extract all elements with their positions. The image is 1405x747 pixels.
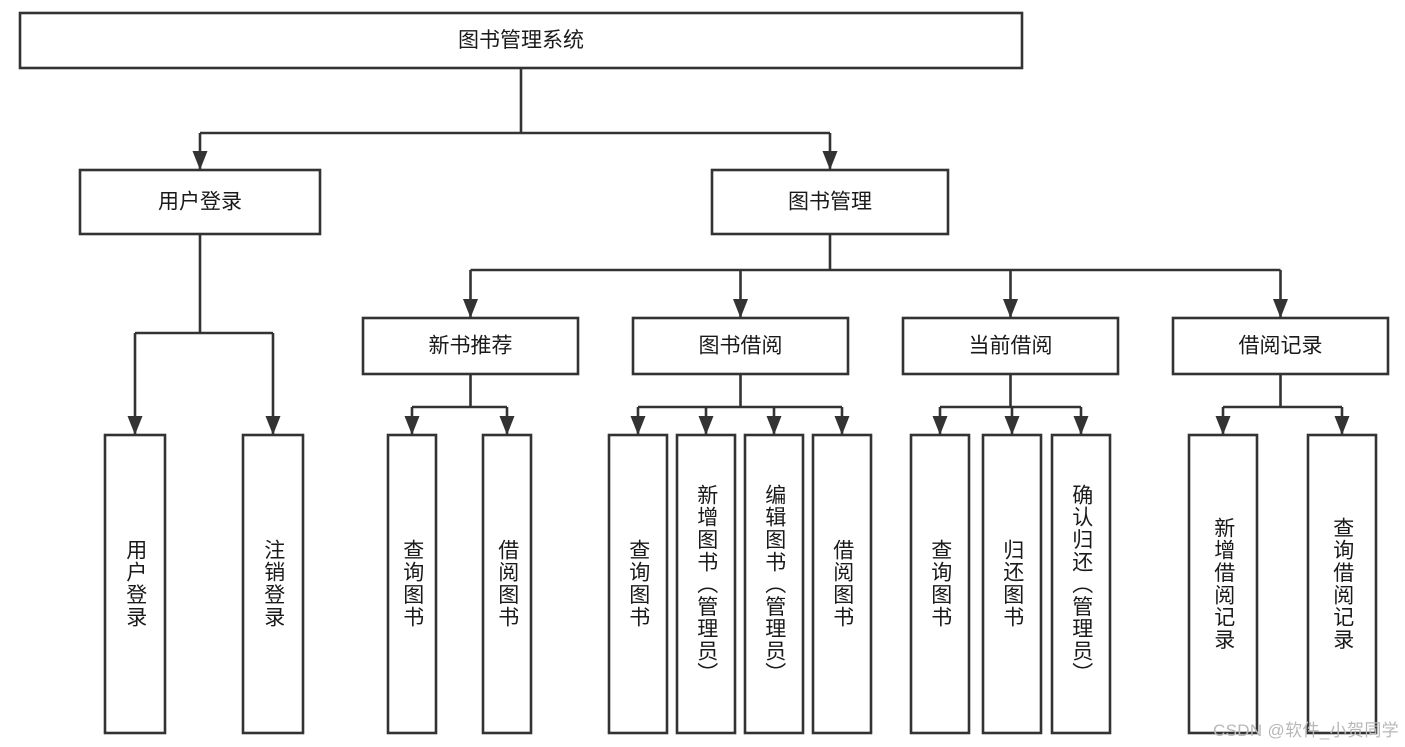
arrow-head-icon (932, 416, 948, 435)
arrow-head-icon (1334, 416, 1350, 435)
leaf-node-借阅图书[interactable] (481, 433, 533, 735)
arrow-head-icon (1073, 416, 1089, 435)
arrow-head-icon (463, 299, 478, 318)
label-node-用户登录: 用户登录 (158, 191, 242, 214)
label-node-当前借阅: 当前借阅 (969, 335, 1053, 358)
leaf-node-注销登录[interactable] (241, 433, 305, 735)
arrow-head-icon (834, 416, 850, 435)
label-node-图书借阅: 图书借阅 (699, 335, 783, 358)
arrow-head-icon (404, 416, 420, 435)
l2-node-用户登录[interactable] (78, 168, 322, 236)
label-node-新书推荐: 新书推荐 (429, 335, 513, 358)
arrow-head-icon (698, 416, 714, 435)
l3-node-新书推荐[interactable] (361, 316, 580, 376)
leaf-node-归还图书[interactable] (981, 433, 1043, 735)
arrow-head-icon (1004, 416, 1020, 435)
label-node-图书管理系统: 图书管理系统 (458, 29, 584, 52)
leaf-node-查询借阅记录[interactable] (1306, 433, 1378, 735)
l2-node-图书管理[interactable] (710, 168, 950, 236)
label-node-借阅记录: 借阅记录 (1239, 335, 1323, 358)
arrow-head-icon (192, 151, 208, 170)
leaf-node-查询图书[interactable] (607, 433, 669, 735)
arrow-head-icon (127, 416, 143, 435)
leaf-node-借阅图书[interactable] (811, 433, 873, 735)
arrow-head-icon (733, 299, 748, 318)
root-node-图书管理系统[interactable] (18, 11, 1024, 70)
leaf-node-新增借阅记录[interactable] (1187, 433, 1259, 735)
leaf-node-用户登录[interactable] (103, 433, 167, 735)
leaf-node-新增图书管理员[interactable] (675, 433, 737, 735)
arrow-head-icon (1003, 299, 1018, 318)
label-node-图书管理: 图书管理 (788, 191, 872, 214)
leaf-node-查询图书[interactable] (909, 433, 971, 735)
l3-node-图书借阅[interactable] (631, 316, 850, 376)
arrow-head-icon (630, 416, 646, 435)
arrow-head-icon (499, 416, 515, 435)
arrow-head-icon (265, 416, 281, 435)
node-box-layer (18, 11, 1390, 735)
l3-node-借阅记录[interactable] (1171, 316, 1390, 376)
leaf-node-编辑图书管理员[interactable] (743, 433, 805, 735)
leaf-node-确认归还管理员[interactable] (1050, 433, 1112, 735)
arrow-head-icon (1273, 299, 1288, 318)
edge-layer (127, 68, 1350, 435)
leaf-node-查询图书[interactable] (386, 433, 438, 735)
arrow-head-icon (766, 416, 782, 435)
arrow-head-icon (822, 151, 838, 170)
l3-node-当前借阅[interactable] (901, 316, 1120, 376)
arrow-head-icon (1215, 416, 1231, 435)
